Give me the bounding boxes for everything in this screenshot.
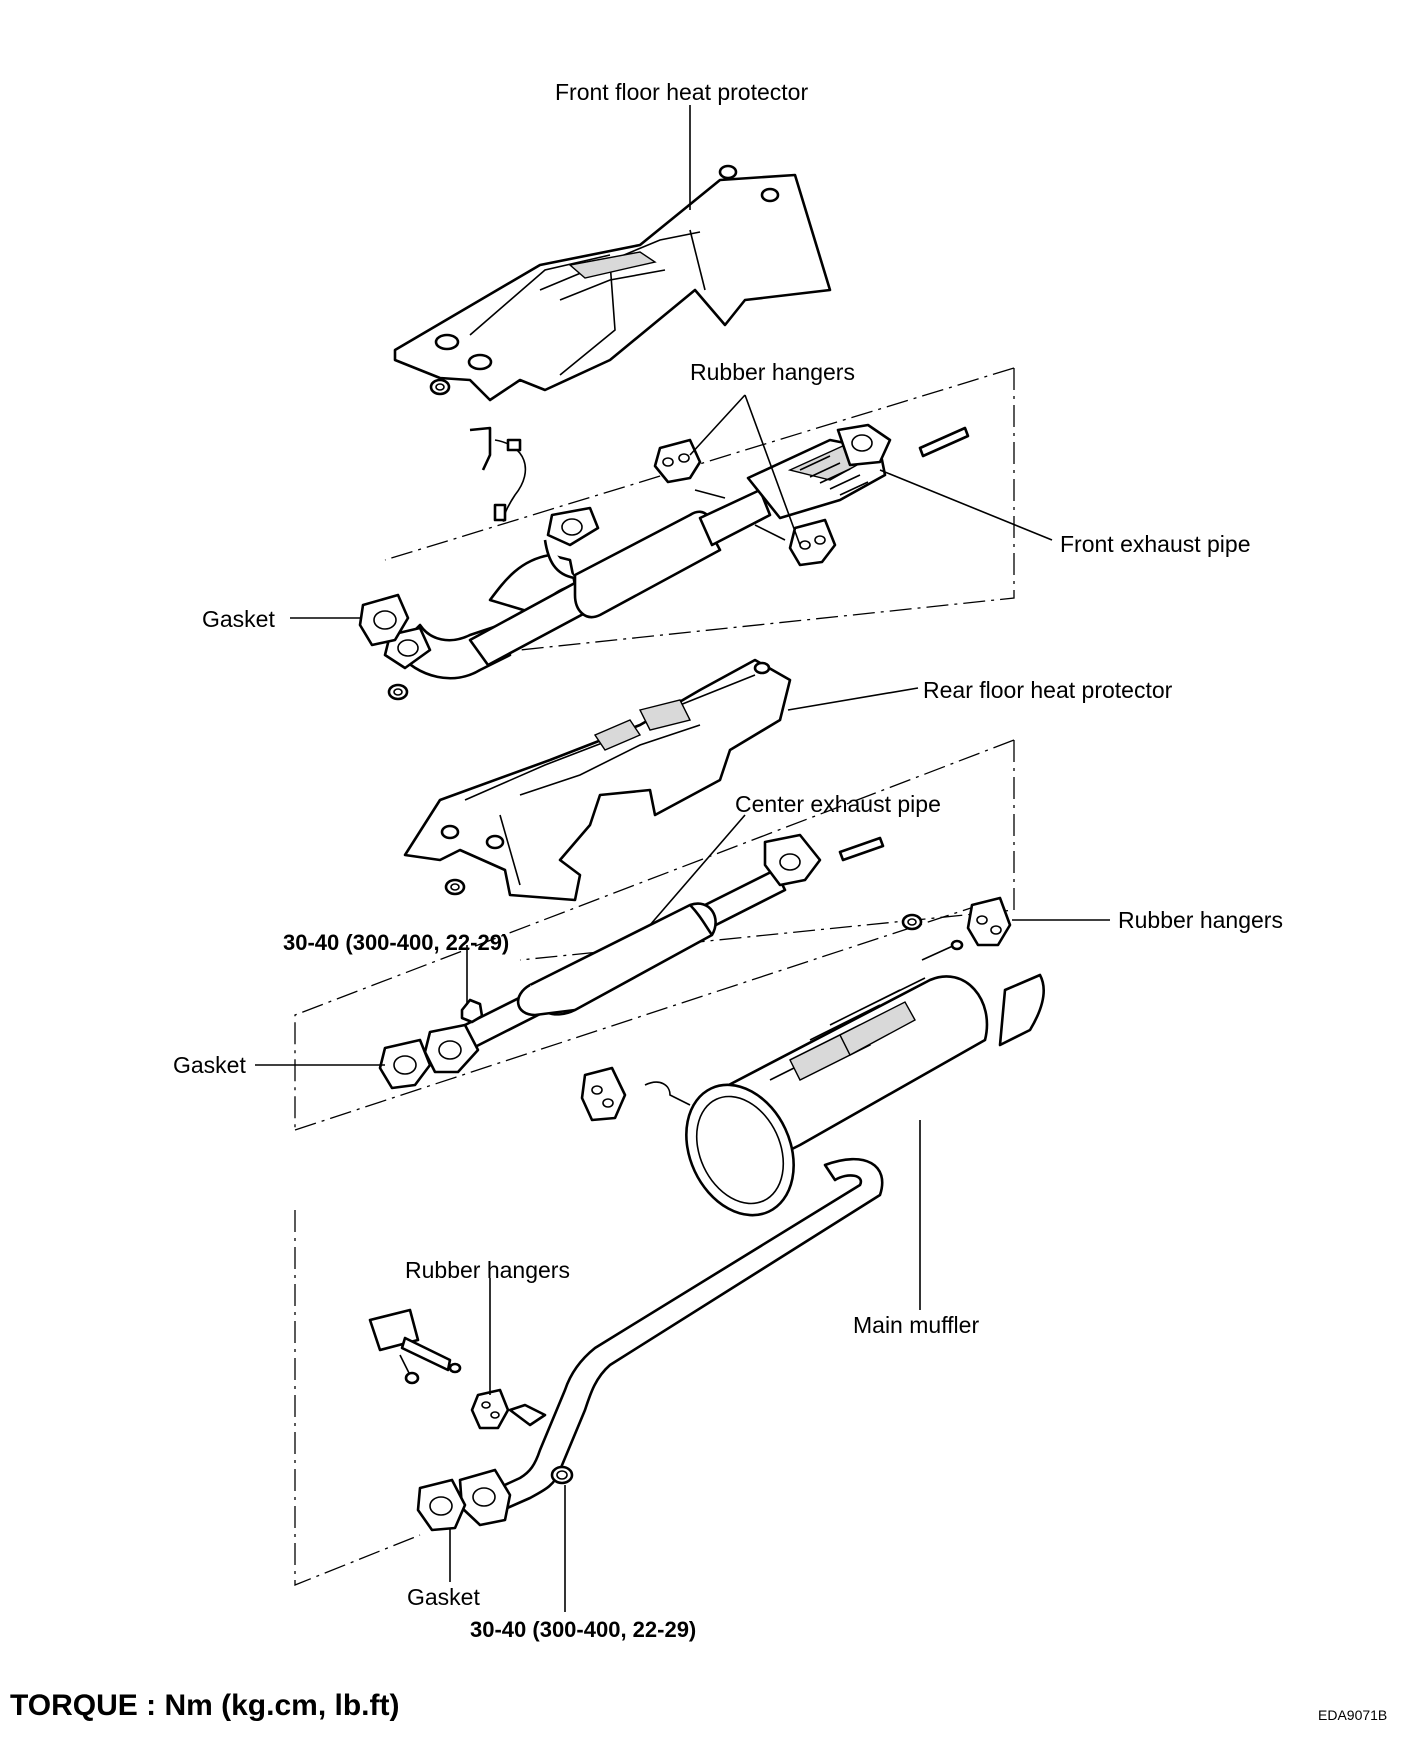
label-main-muffler: Main muffler xyxy=(853,1312,979,1338)
front-protector-nut xyxy=(429,378,451,396)
center-pipe-stud xyxy=(838,836,885,862)
rear-floor-heat-protector xyxy=(403,658,792,902)
center-exhaust-pipe xyxy=(423,833,822,1074)
center-pipe-nut xyxy=(460,998,484,1024)
front-pipe-bolt xyxy=(694,489,786,541)
front-floor-heat-protector xyxy=(393,164,832,402)
front-gasket-nut xyxy=(387,683,409,701)
figure-code: EDA9071B xyxy=(1318,1707,1387,1723)
label-rubber-hangers-right: Rubber hangers xyxy=(1118,907,1283,933)
rear-hanger-bracket xyxy=(368,1308,462,1385)
muffler-bolt xyxy=(921,939,964,961)
label-center-exhaust-pipe: Center exhaust pipe xyxy=(735,791,941,817)
label-gasket-front: Gasket xyxy=(202,606,275,632)
gasket-front xyxy=(358,593,410,647)
main-muffler xyxy=(685,973,1045,1217)
front-pipe-stud xyxy=(918,426,970,458)
rubber-hanger-muffler xyxy=(580,1066,627,1122)
label-rear-floor-heat-protector: Rear floor heat protector xyxy=(923,677,1173,703)
label-front-exhaust-pipe: Front exhaust pipe xyxy=(1060,531,1251,557)
muffler-nut xyxy=(901,913,923,931)
rear-pipe-nut xyxy=(550,1465,574,1485)
rubber-hanger-right xyxy=(966,896,1012,947)
label-rubber-hangers-bottom: Rubber hangers xyxy=(405,1257,570,1283)
label-torque-rear: 30-40 (300-400, 22-29) xyxy=(470,1617,696,1642)
label-gasket-center: Gasket xyxy=(173,1052,246,1078)
rear-exhaust-pipe xyxy=(458,1157,884,1527)
torque-units-caption: TORQUE : Nm (kg.cm, lb.ft) xyxy=(10,1689,399,1722)
muffler-hanger-rod xyxy=(644,1081,691,1106)
label-rubber-hangers-top: Rubber hangers xyxy=(690,359,855,385)
label-torque-center: 30-40 (300-400, 22-29) xyxy=(283,930,509,955)
rear-protector-nut xyxy=(444,878,466,896)
rubber-hanger-rear xyxy=(470,1388,510,1430)
rubber-hanger-front-lower xyxy=(788,518,837,567)
gasket-center xyxy=(378,1038,432,1090)
label-gasket-rear: Gasket xyxy=(407,1584,480,1610)
label-front-floor-heat-protector: Front floor heat protector xyxy=(555,79,808,105)
oxygen-sensor xyxy=(469,426,527,522)
leader-lines xyxy=(255,105,1110,1612)
gasket-rear xyxy=(416,1478,467,1532)
rubber-hanger-front-upper xyxy=(653,438,702,484)
part-labels: Front floor heat protector Rubber hanger… xyxy=(173,79,1283,1642)
